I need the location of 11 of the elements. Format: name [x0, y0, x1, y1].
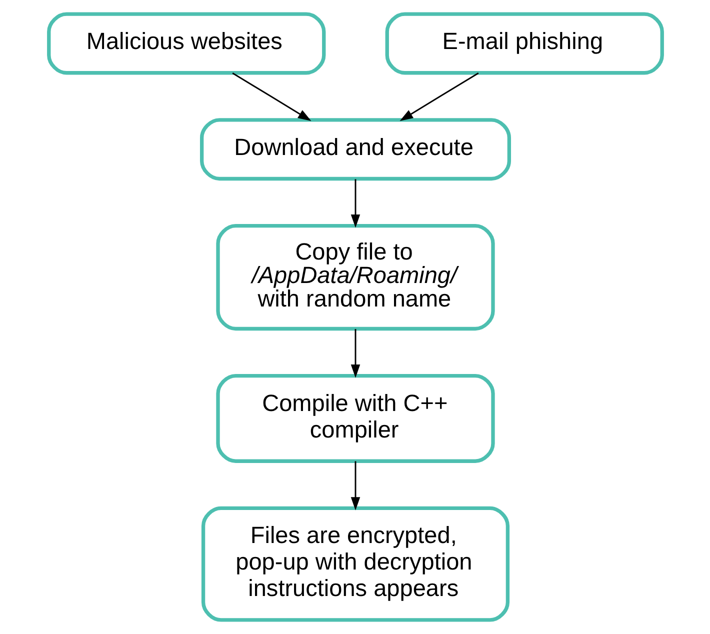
- node-box: Compile with C++ compiler: [216, 374, 494, 463]
- node-box: Copy file to /AppData/Roaming/ with random name: [216, 224, 494, 331]
- arrow: [232, 72, 311, 121]
- arrow: [350, 179, 360, 228]
- arrow: [350, 329, 360, 378]
- node-box: Files are encrypted, pop-up with decryption instructions appears: [200, 506, 510, 622]
- node-box: E-mail phishing: [384, 12, 664, 75]
- node-box: Malicious websites: [46, 12, 326, 75]
- node-box: Download and execute: [199, 118, 511, 181]
- arrow: [399, 72, 478, 121]
- arrow: [350, 461, 360, 510]
